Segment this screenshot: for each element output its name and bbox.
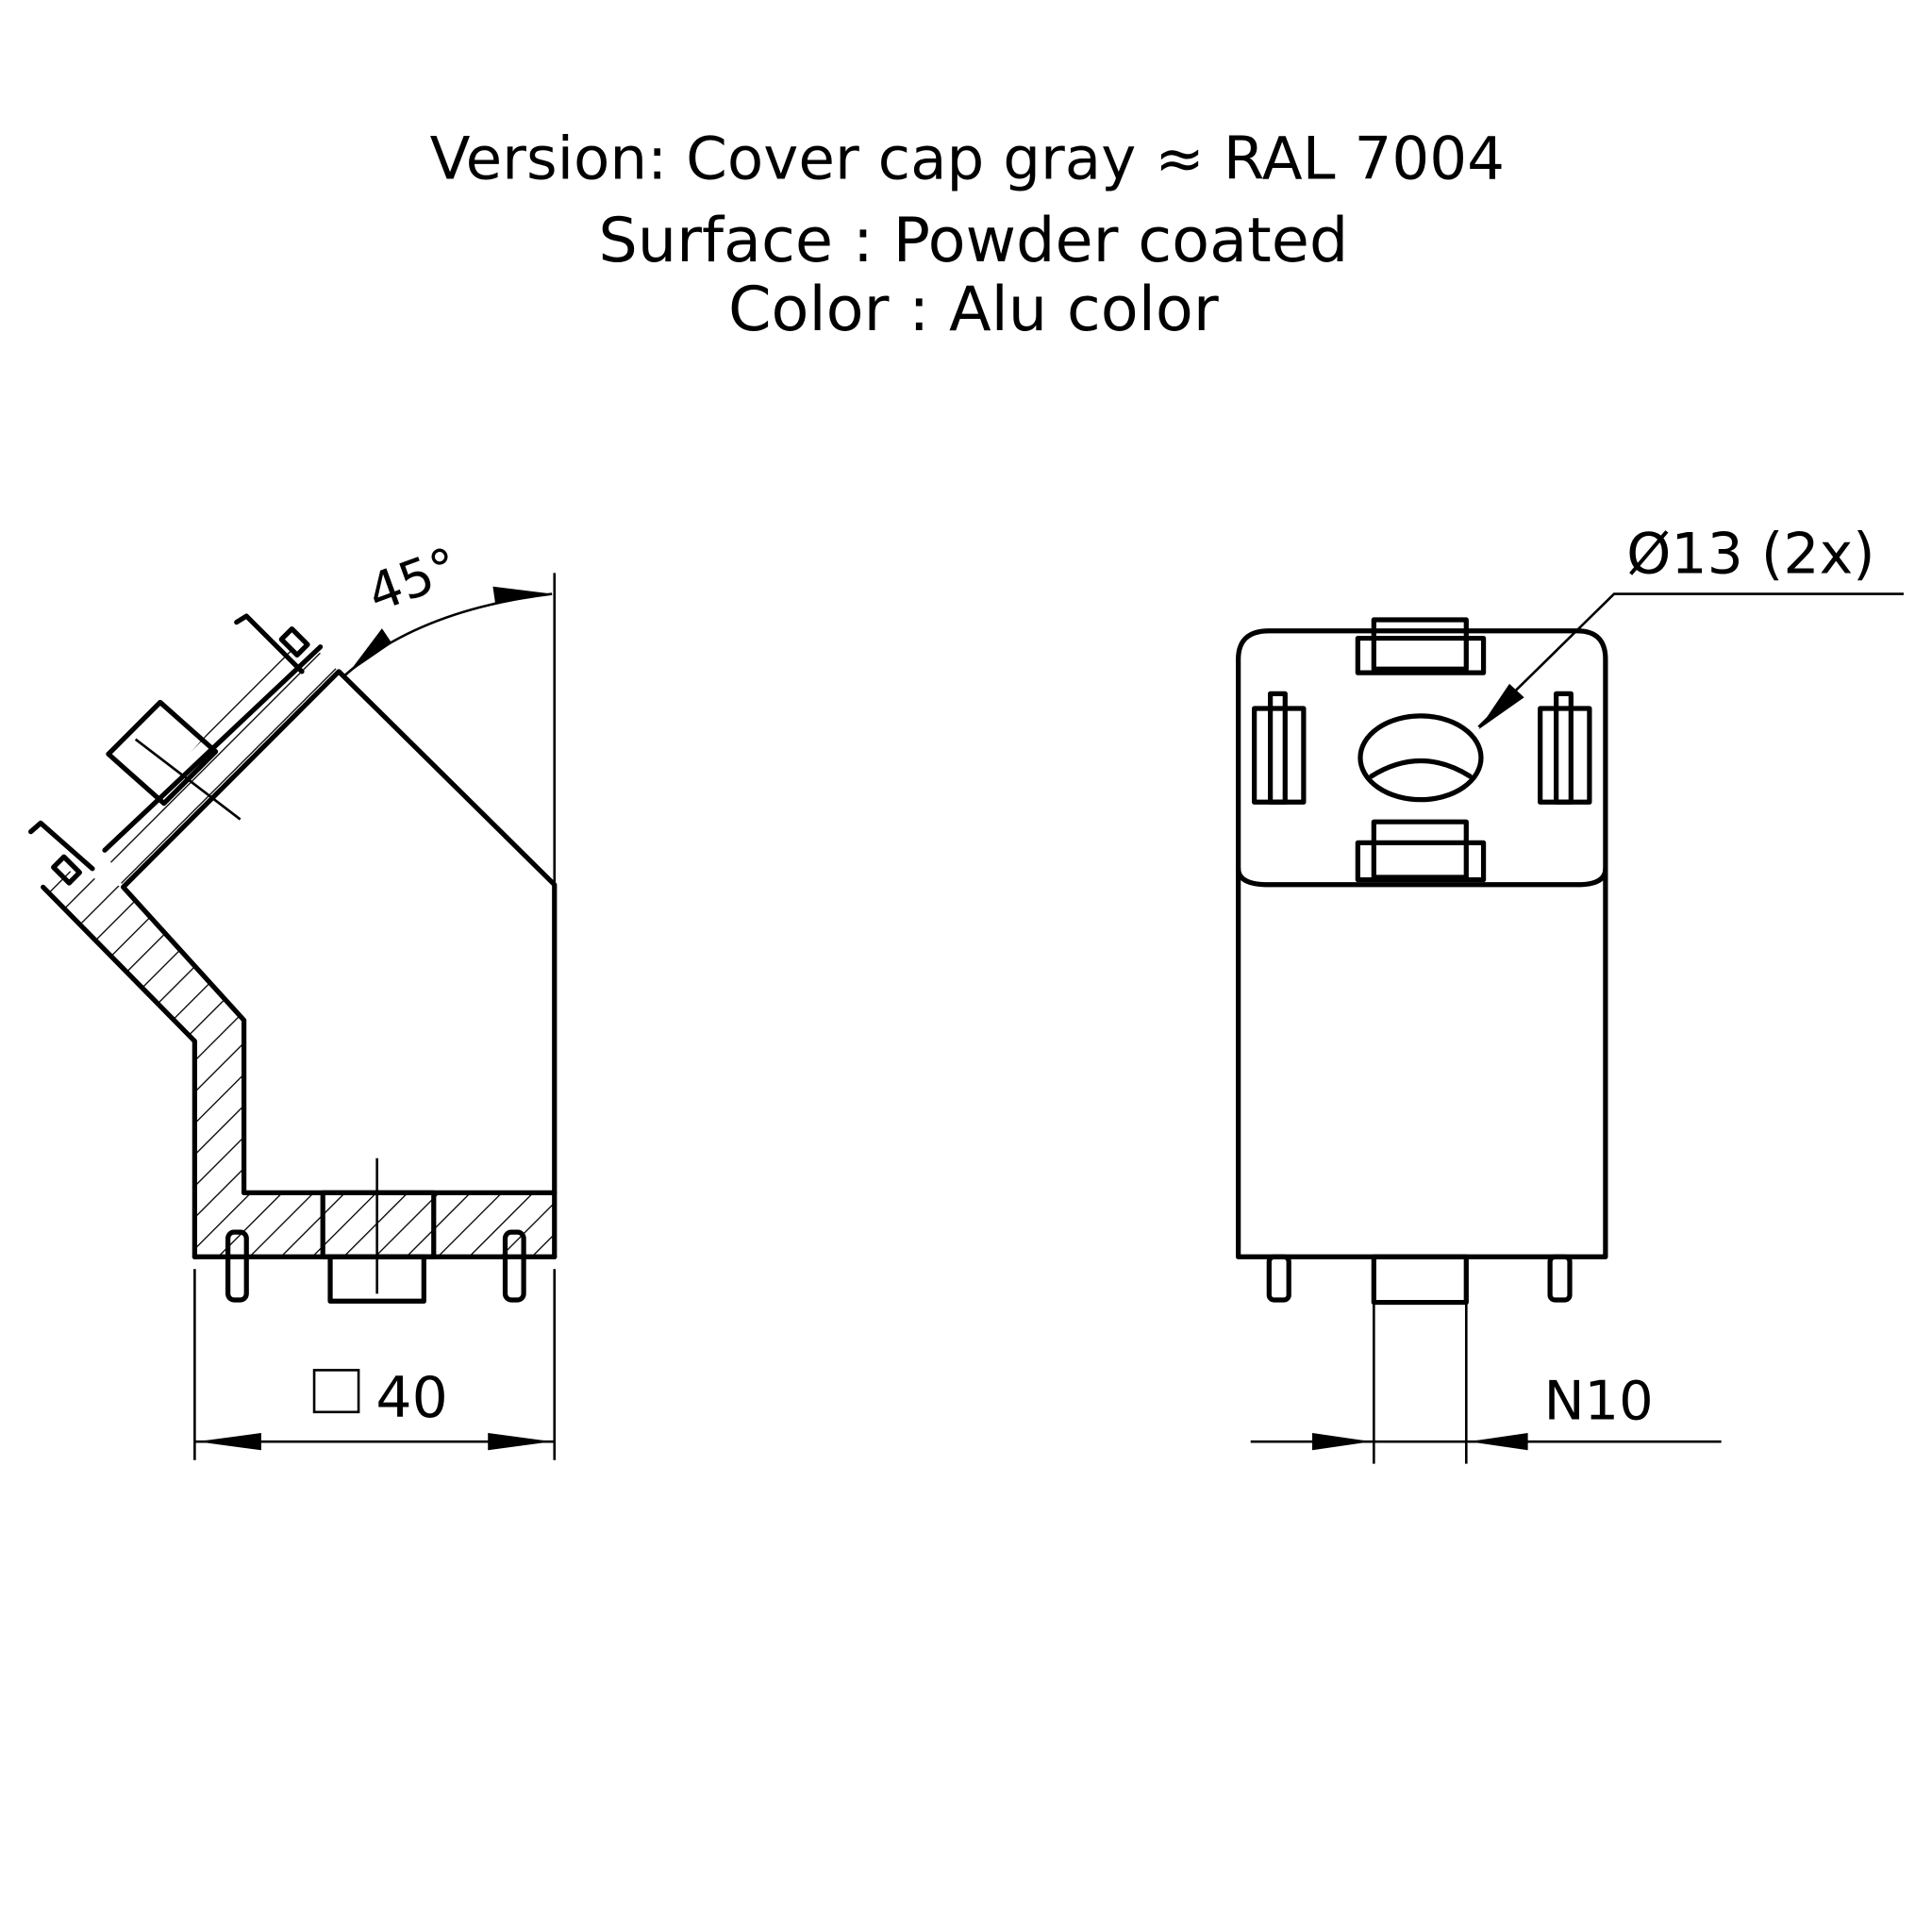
color-text: Color : Alu color xyxy=(728,274,1219,345)
hole-label: Ø13 (2x) xyxy=(1626,521,1875,587)
side-section-view: 45° 40 xyxy=(28,536,558,1460)
hatched-wall-top xyxy=(105,646,340,888)
surface-text: Surface : Powder coated xyxy=(598,205,1348,276)
arrow-head xyxy=(1478,683,1524,730)
arrow-head xyxy=(1312,1433,1372,1451)
arrow-head xyxy=(196,1433,261,1451)
hatched-wall-left xyxy=(42,868,555,1257)
arrow-head xyxy=(348,628,392,674)
arrow-head xyxy=(492,586,553,604)
size-label: 40 xyxy=(375,1365,447,1431)
arrow-head xyxy=(488,1433,553,1451)
front-view: Ø13 (2x) N10 xyxy=(1236,521,1904,1464)
thread-label: N10 xyxy=(1544,1370,1654,1433)
square-icon xyxy=(312,1369,360,1414)
version-text: Version: Cover cap gray ≈ RAL 7004 xyxy=(430,124,1505,192)
hole xyxy=(1357,713,1484,803)
arrow-head xyxy=(1468,1433,1528,1451)
angle-label: 45° xyxy=(359,536,466,624)
